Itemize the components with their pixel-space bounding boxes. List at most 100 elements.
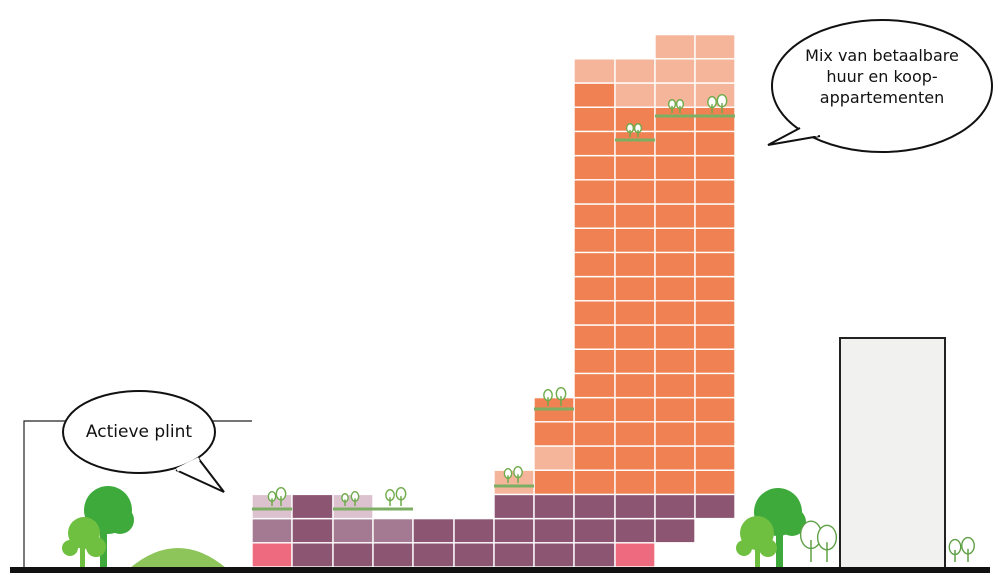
facade-unit — [694, 33, 736, 60]
small-tree-icon — [385, 488, 395, 506]
facade-unit — [614, 58, 656, 84]
facade-unit — [614, 82, 656, 108]
facade-unit — [614, 445, 656, 471]
small-tree-icon — [395, 486, 407, 506]
ground-line — [10, 567, 990, 573]
facade-unit — [694, 493, 736, 520]
facade-unit — [573, 154, 616, 181]
facade-unit — [654, 493, 696, 520]
large-tree-right — [736, 488, 806, 568]
small-tree-icon — [667, 99, 677, 113]
small-tree-icon — [633, 123, 643, 137]
facade-unit — [614, 493, 656, 520]
facade-unit — [694, 130, 736, 157]
facade-unit — [694, 372, 736, 399]
facade-unit — [694, 300, 736, 326]
facade-unit — [694, 348, 736, 375]
facade-unit — [251, 517, 293, 544]
facade-unit — [654, 179, 696, 205]
facade-unit — [573, 493, 616, 520]
facade-unit — [614, 517, 656, 544]
facade-unit — [412, 517, 455, 544]
facade-unit — [614, 396, 656, 423]
small-tree-icon — [513, 465, 523, 483]
facade-unit — [614, 154, 656, 181]
facade-unit — [291, 542, 334, 568]
small-tree-icon — [716, 93, 728, 113]
small-tree-icon — [799, 520, 823, 562]
facade-unit — [654, 372, 696, 399]
facade-unit — [614, 469, 656, 496]
facade-unit — [614, 227, 656, 254]
facade-unit — [493, 542, 535, 568]
facade-unit — [493, 493, 535, 520]
facade-unit — [453, 517, 495, 544]
speech-bubble-mix — [767, 19, 993, 153]
facade-unit — [654, 300, 696, 326]
facade-unit — [694, 154, 736, 181]
right-neighbour-building — [839, 337, 946, 569]
building-facade — [251, 33, 736, 568]
facade-unit — [493, 517, 535, 544]
small-tree-icon — [625, 123, 635, 137]
facade-unit — [372, 517, 414, 544]
facade-unit — [332, 542, 374, 568]
facade-unit — [573, 469, 616, 496]
facade-unit — [614, 324, 656, 350]
facade-unit — [694, 106, 736, 133]
large-tree-left — [62, 486, 134, 568]
green-hill — [130, 548, 226, 568]
facade-unit — [614, 372, 656, 399]
callout-line-3: appartementen — [819, 88, 945, 107]
facade-unit — [573, 396, 616, 423]
facade-unit — [654, 203, 696, 229]
facade-unit — [372, 542, 414, 568]
facade-unit — [654, 275, 696, 302]
facade-unit — [614, 251, 656, 278]
speech-bubble-actieve-plint — [62, 390, 225, 493]
facade-unit — [251, 542, 293, 568]
facade-unit — [573, 275, 616, 302]
small-tree-icon — [961, 536, 975, 562]
facade-unit — [654, 251, 696, 278]
facade-unit — [573, 445, 616, 471]
facade-unit — [533, 493, 575, 520]
facade-unit — [694, 203, 736, 229]
facade-unit — [654, 396, 696, 423]
facade-unit — [573, 348, 616, 375]
facade-unit — [694, 445, 736, 471]
facade-unit — [614, 130, 656, 157]
facade-unit — [614, 203, 656, 229]
facade-unit — [573, 542, 616, 568]
small-tree-icon — [707, 95, 717, 113]
facade-unit — [614, 421, 656, 447]
facade-unit — [654, 130, 696, 157]
callout-actieve-plint: Actieve plint — [85, 422, 193, 442]
facade-unit — [573, 421, 616, 447]
small-tree-icon — [275, 486, 287, 506]
roof-trees — [267, 93, 728, 506]
facade-unit — [694, 58, 736, 84]
facade-unit — [654, 227, 696, 254]
facade-unit — [573, 203, 616, 229]
facade-unit — [694, 227, 736, 254]
callout-mix-betaalbaar: Mix van betaalbare huur en koop- apparte… — [782, 45, 982, 108]
small-tree-icon — [543, 388, 553, 406]
small-tree-icon — [816, 524, 838, 562]
facade-unit — [573, 227, 616, 254]
facade-unit — [573, 372, 616, 399]
facade-unit — [573, 324, 616, 350]
facade-unit — [694, 275, 736, 302]
facade-unit — [654, 58, 696, 84]
small-tree-icon — [350, 491, 360, 506]
facade-unit — [694, 324, 736, 350]
small-tree-icon — [267, 491, 277, 506]
facade-unit — [614, 179, 656, 205]
facade-unit — [654, 154, 696, 181]
facade-unit — [694, 251, 736, 278]
callout-line-2: huur en koop- — [826, 67, 938, 86]
facade-unit — [533, 445, 575, 471]
small-tree-icon — [341, 493, 349, 506]
small-tree-icon — [555, 386, 567, 406]
